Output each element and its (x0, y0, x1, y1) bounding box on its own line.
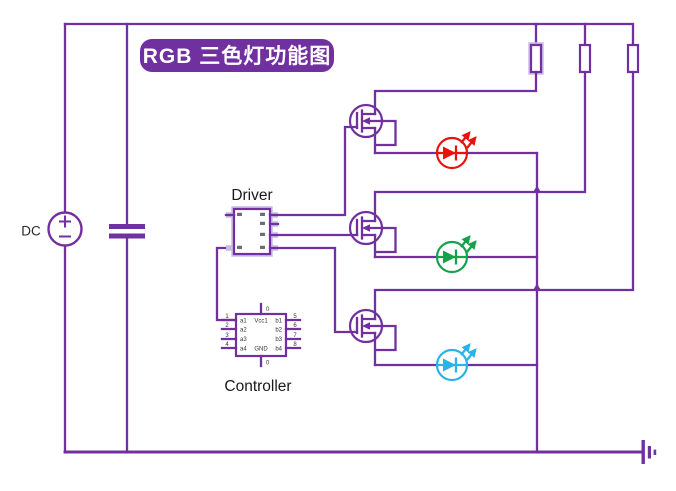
dc-plus-minus (59, 215, 71, 238)
mosfet2-source-hook (373, 226, 397, 259)
led-symbols (437, 131, 477, 373)
resistor2-to-mosfet2-net (373, 70, 587, 223)
dc-source-symbol (59, 215, 71, 238)
controller-pin-number: 5 (293, 314, 297, 320)
controller-inner-label: a4 (240, 347, 247, 353)
controller-pin-stubs (220, 302, 302, 368)
controller-gnd-label: GND (254, 347, 268, 353)
mosfet-3-symbol (355, 314, 385, 338)
top-power-rail (63, 22, 635, 47)
resistor-2 (578, 43, 592, 74)
driver-pin-marks (237, 212, 265, 249)
controller-pin-number: 8 (293, 342, 297, 348)
mosfet3-source-hook (373, 324, 397, 367)
controller-vcc-label: Vcc1 (254, 319, 268, 325)
red-led-symbol (437, 131, 477, 161)
controller-pin-number: 1 (225, 314, 229, 320)
controller-inner-label: b4 (275, 347, 282, 353)
ground-bar-3 (653, 449, 657, 455)
controller-pin-number: 4 (225, 342, 229, 348)
resistor1-to-mosfet1-net (373, 70, 538, 116)
junction-arrow-1 (532, 185, 542, 193)
controller-pin-number: 0 (266, 361, 270, 367)
controller-inner-label: b2 (275, 328, 282, 334)
green-led-symbol (437, 235, 477, 265)
controller-label: Controller (224, 378, 291, 395)
controller-pin-number: 6 (293, 323, 297, 329)
title-box (140, 39, 334, 72)
controller-pin-number: 2 (225, 323, 229, 329)
controller-pin-texts: 1 2 3 4 5 6 7 8 0 0 a1 a2 a3 a4 b1 b2 b3… (225, 307, 297, 367)
controller-pin-number: 7 (293, 333, 297, 339)
driver-to-controller-wire (215, 246, 238, 322)
mosfet-2-symbol (355, 216, 385, 240)
resistor-1 (529, 43, 543, 74)
junction-arrow-2 (532, 283, 542, 291)
mosfet-1-symbol (355, 109, 385, 133)
ground-bar-2 (647, 446, 651, 459)
mosfet-internals (355, 109, 385, 338)
driver-bare-stubs (224, 213, 280, 226)
resistor-3 (626, 43, 640, 74)
controller-inner-label: a2 (240, 328, 247, 334)
ground-bar-1 (641, 440, 645, 464)
dc-label: DC (21, 224, 41, 239)
driver-pin4-to-mosfet3-gate (268, 246, 359, 334)
blue-led-symbol (437, 343, 477, 373)
controller-inner-label: a3 (240, 337, 247, 343)
controller-inner-label: a1 (240, 319, 247, 325)
dc-source-circle (47, 211, 83, 247)
driver-label: Driver (231, 187, 272, 204)
controller-inner-label: b1 (275, 319, 282, 325)
capacitor-plate-bottom (109, 233, 145, 239)
resistor3-to-mosfet3-net (373, 70, 635, 321)
component-bodies (47, 39, 657, 464)
controller-pin-number: 0 (266, 307, 270, 313)
capacitor-plate-top (109, 224, 145, 229)
controller-pin-number: 3 (225, 333, 229, 339)
schematic-title: RGB 三色灯功能图 (143, 44, 332, 68)
overlay-wires (220, 70, 635, 368)
controller-inner-label: b3 (275, 337, 282, 343)
driver-pin1-to-mosfet1-gate (268, 125, 359, 217)
mosfet1-source-hook (373, 119, 397, 155)
